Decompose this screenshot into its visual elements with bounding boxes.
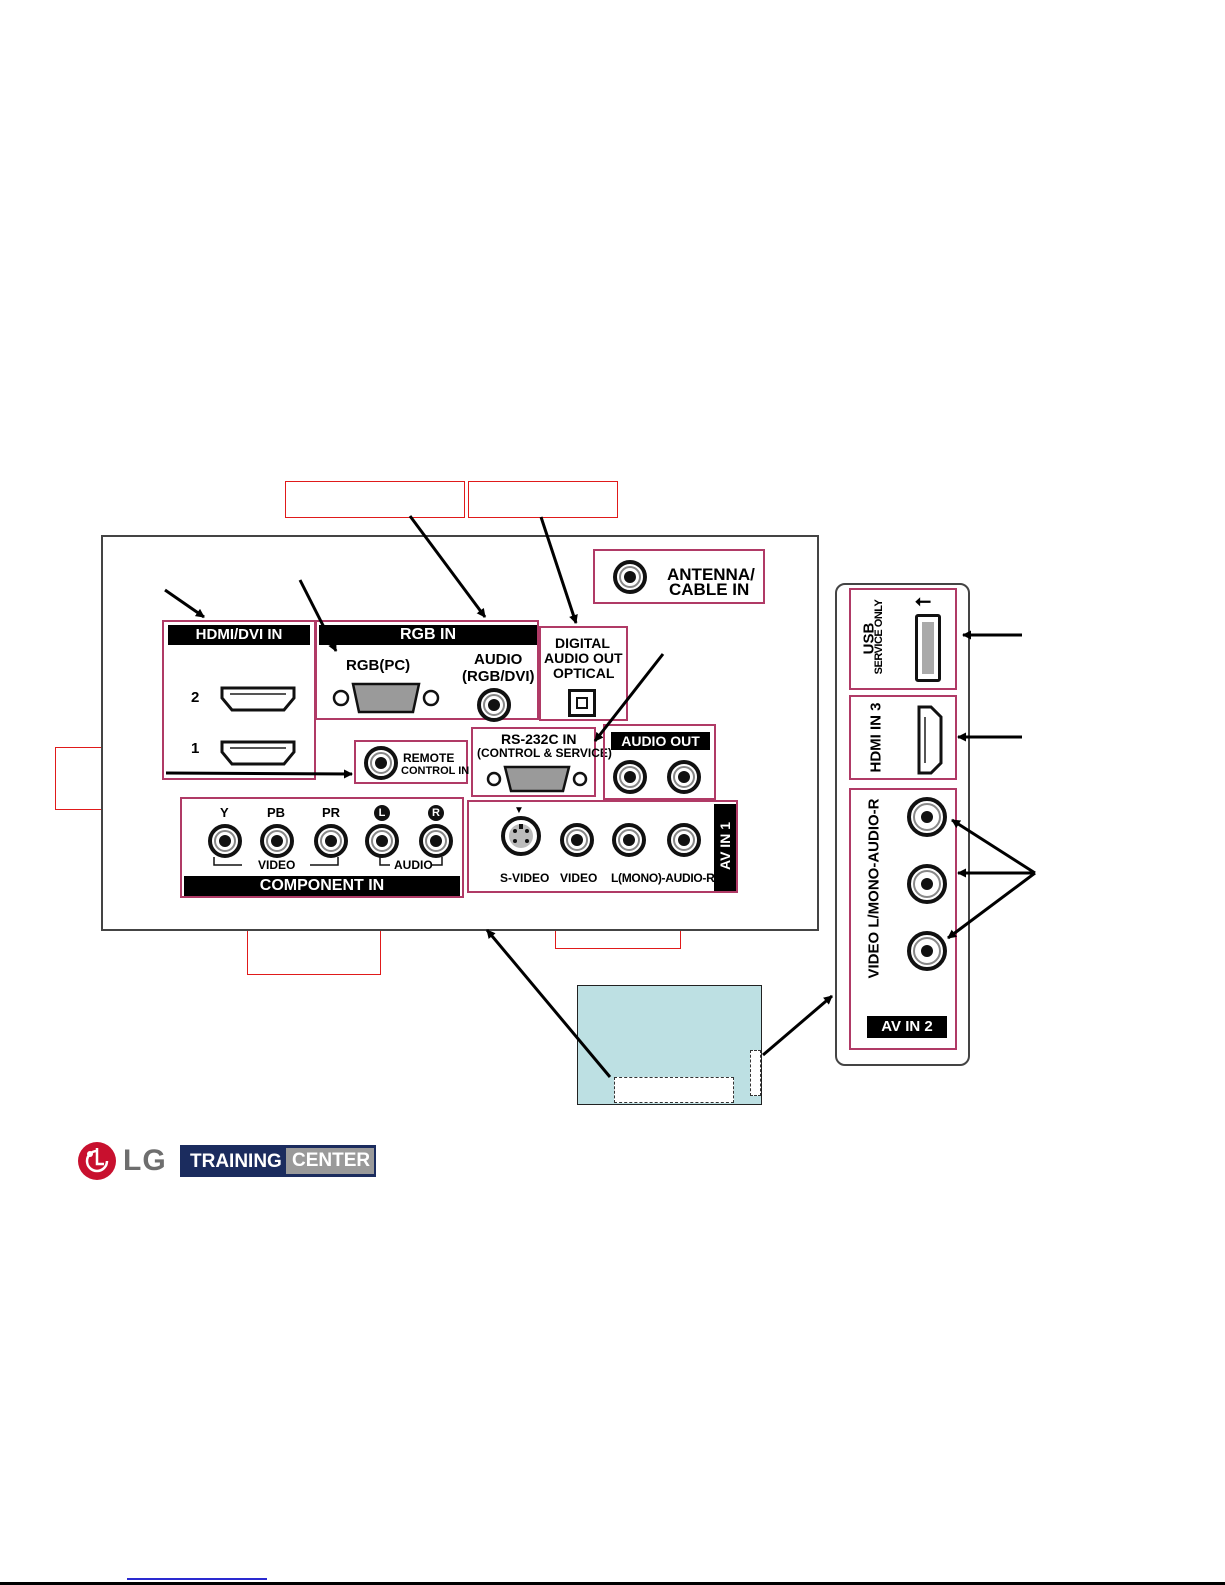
- component-in-title: COMPONENT IN: [184, 876, 460, 896]
- hdmi-port-2[interactable]: [220, 686, 296, 712]
- rgb-in-title: RGB IN: [319, 625, 537, 645]
- callout-box-rgb-in: [285, 481, 465, 518]
- usb-section: USB SERVICE ONLY ⭠: [849, 588, 957, 690]
- optical-port[interactable]: [568, 689, 596, 717]
- rs232c-label-1: RS-232C IN: [501, 731, 577, 747]
- inset-side-jacks: [750, 1050, 761, 1096]
- hdmi-in-3-port[interactable]: [917, 705, 943, 775]
- hdmi-port-2-label: 2: [191, 689, 200, 706]
- rgb-pc-label: RGB(PC): [346, 657, 411, 674]
- hdmi-port-1-label: 1: [191, 740, 200, 757]
- hdmi-dvi-section: HDMI/DVI IN 2 1: [162, 620, 316, 780]
- av1-audio-r-jack[interactable]: [667, 823, 701, 857]
- component-jack-pb[interactable]: [260, 824, 294, 858]
- audio-out-title: AUDIO OUT: [611, 732, 710, 750]
- av-in-1-title: AV IN 1: [717, 822, 733, 870]
- lg-center: CENTER: [292, 1150, 371, 1171]
- av2-video-jack[interactable]: [907, 931, 947, 971]
- footer-link-underline: [127, 1578, 267, 1580]
- remote-section: REMOTE CONTROL IN: [354, 740, 470, 784]
- component-jack-l[interactable]: [365, 824, 399, 858]
- remote-label-2: CONTROL IN: [401, 765, 470, 777]
- antenna-label-1: ANTENNA/: [667, 565, 755, 584]
- av2-audio-r-jack[interactable]: [907, 797, 947, 837]
- tv-inset-diagram: [577, 985, 762, 1105]
- remote-jack[interactable]: [364, 746, 398, 780]
- lg-brand: LG: [123, 1144, 167, 1177]
- rgb-audio-label-1: AUDIO: [474, 651, 523, 668]
- usb-icon: ⭠: [915, 590, 931, 612]
- inset-rear-jacks: [614, 1077, 734, 1103]
- component-label-pr: PR: [322, 805, 341, 820]
- lg-logo: LG TRAINING CENTER: [76, 1140, 376, 1182]
- av1-video-jack[interactable]: [560, 823, 594, 857]
- component-jack-pr[interactable]: [314, 824, 348, 858]
- rgb-in-section: RGB IN RGB(PC) AUDIO (RGB/DVI): [315, 620, 539, 722]
- digital-audio-section: DIGITAL AUDIO OUT OPTICAL: [539, 626, 628, 721]
- audio-out-section: AUDIO OUT: [603, 724, 716, 800]
- rs232c-label-2: (CONTROL & SERVICE): [477, 746, 612, 760]
- lg-face-icon: [78, 1142, 116, 1180]
- hdmi-in-3-label: HDMI IN 3: [867, 702, 885, 773]
- rs232c-section: RS-232C IN (CONTROL & SERVICE): [471, 727, 612, 797]
- hdmi-port-1[interactable]: [220, 740, 296, 766]
- audio-out-jack-l[interactable]: [613, 760, 647, 794]
- side-panel: [835, 583, 970, 1066]
- audio-out-jack-r[interactable]: [667, 760, 701, 794]
- component-jack-r[interactable]: [419, 824, 453, 858]
- lg-training: TRAINING: [190, 1151, 282, 1172]
- svideo-port[interactable]: [500, 815, 542, 857]
- component-in-section: Y PB PR L R VIDEO AUDIO COMPONENT IN: [180, 797, 464, 898]
- antenna-label-2: CABLE IN: [669, 580, 750, 599]
- hdmi-dvi-title: HDMI/DVI IN: [168, 625, 310, 645]
- component-label-pb: PB: [267, 805, 286, 820]
- svideo-marker-icon: ▼: [514, 805, 524, 816]
- av1-svideo-label: S-VIDEO: [500, 871, 550, 885]
- av-in-2-side-label: VIDEO L/MONO-AUDIO-R: [865, 798, 883, 979]
- av1-audio-l-jack[interactable]: [612, 823, 646, 857]
- lg-training-box: TRAINING CENTER: [180, 1145, 376, 1177]
- antenna-section: ANTENNA/ CABLE IN: [593, 549, 765, 604]
- arrow-inset-side: [762, 994, 833, 1057]
- callout-box-digital-audio: [468, 481, 618, 518]
- rgb-audio-jack[interactable]: [477, 688, 511, 722]
- digital-label-1: DIGITAL: [555, 635, 610, 651]
- antenna-jack[interactable]: [613, 560, 647, 594]
- remote-label-1: REMOTE: [403, 751, 455, 765]
- av1-video-label: VIDEO: [560, 871, 598, 885]
- component-audio-bracket: [379, 857, 443, 866]
- rs232c-port[interactable]: [485, 763, 589, 795]
- rgb-audio-label-2: (RGB/DVI): [462, 668, 535, 685]
- lg-center-box: CENTER: [286, 1148, 374, 1174]
- usb-label-2: SERVICE ONLY: [873, 599, 885, 675]
- component-audio-group: AUDIO: [394, 858, 433, 872]
- component-video-bracket: [213, 857, 339, 866]
- av1-audio-label: L(MONO)-AUDIO-R: [611, 871, 715, 885]
- av-in-2-title: AV IN 2: [867, 1016, 947, 1038]
- component-label-y: Y: [220, 805, 229, 820]
- hdmi-in-3-section: HDMI IN 3: [849, 695, 957, 780]
- usb-port[interactable]: [915, 614, 941, 682]
- av-in-1-section: ▼ S-VIDEO VIDEO L(MONO)-AUDIO-R AV IN 1: [467, 800, 738, 893]
- footer-rule: [0, 1582, 1225, 1585]
- rgb-pc-port[interactable]: [331, 680, 441, 716]
- component-jack-y[interactable]: [208, 824, 242, 858]
- av-in-2-section: VIDEO L/MONO-AUDIO-R AV IN 2: [849, 788, 957, 1050]
- component-video-group: VIDEO: [258, 858, 296, 872]
- av2-audio-l-jack[interactable]: [907, 864, 947, 904]
- component-label-l: L: [374, 805, 390, 821]
- digital-label-3: OPTICAL: [553, 665, 615, 681]
- digital-label-2: AUDIO OUT: [544, 650, 623, 666]
- component-label-r: R: [428, 805, 444, 821]
- av-in-1-title-bar: AV IN 1: [714, 804, 736, 891]
